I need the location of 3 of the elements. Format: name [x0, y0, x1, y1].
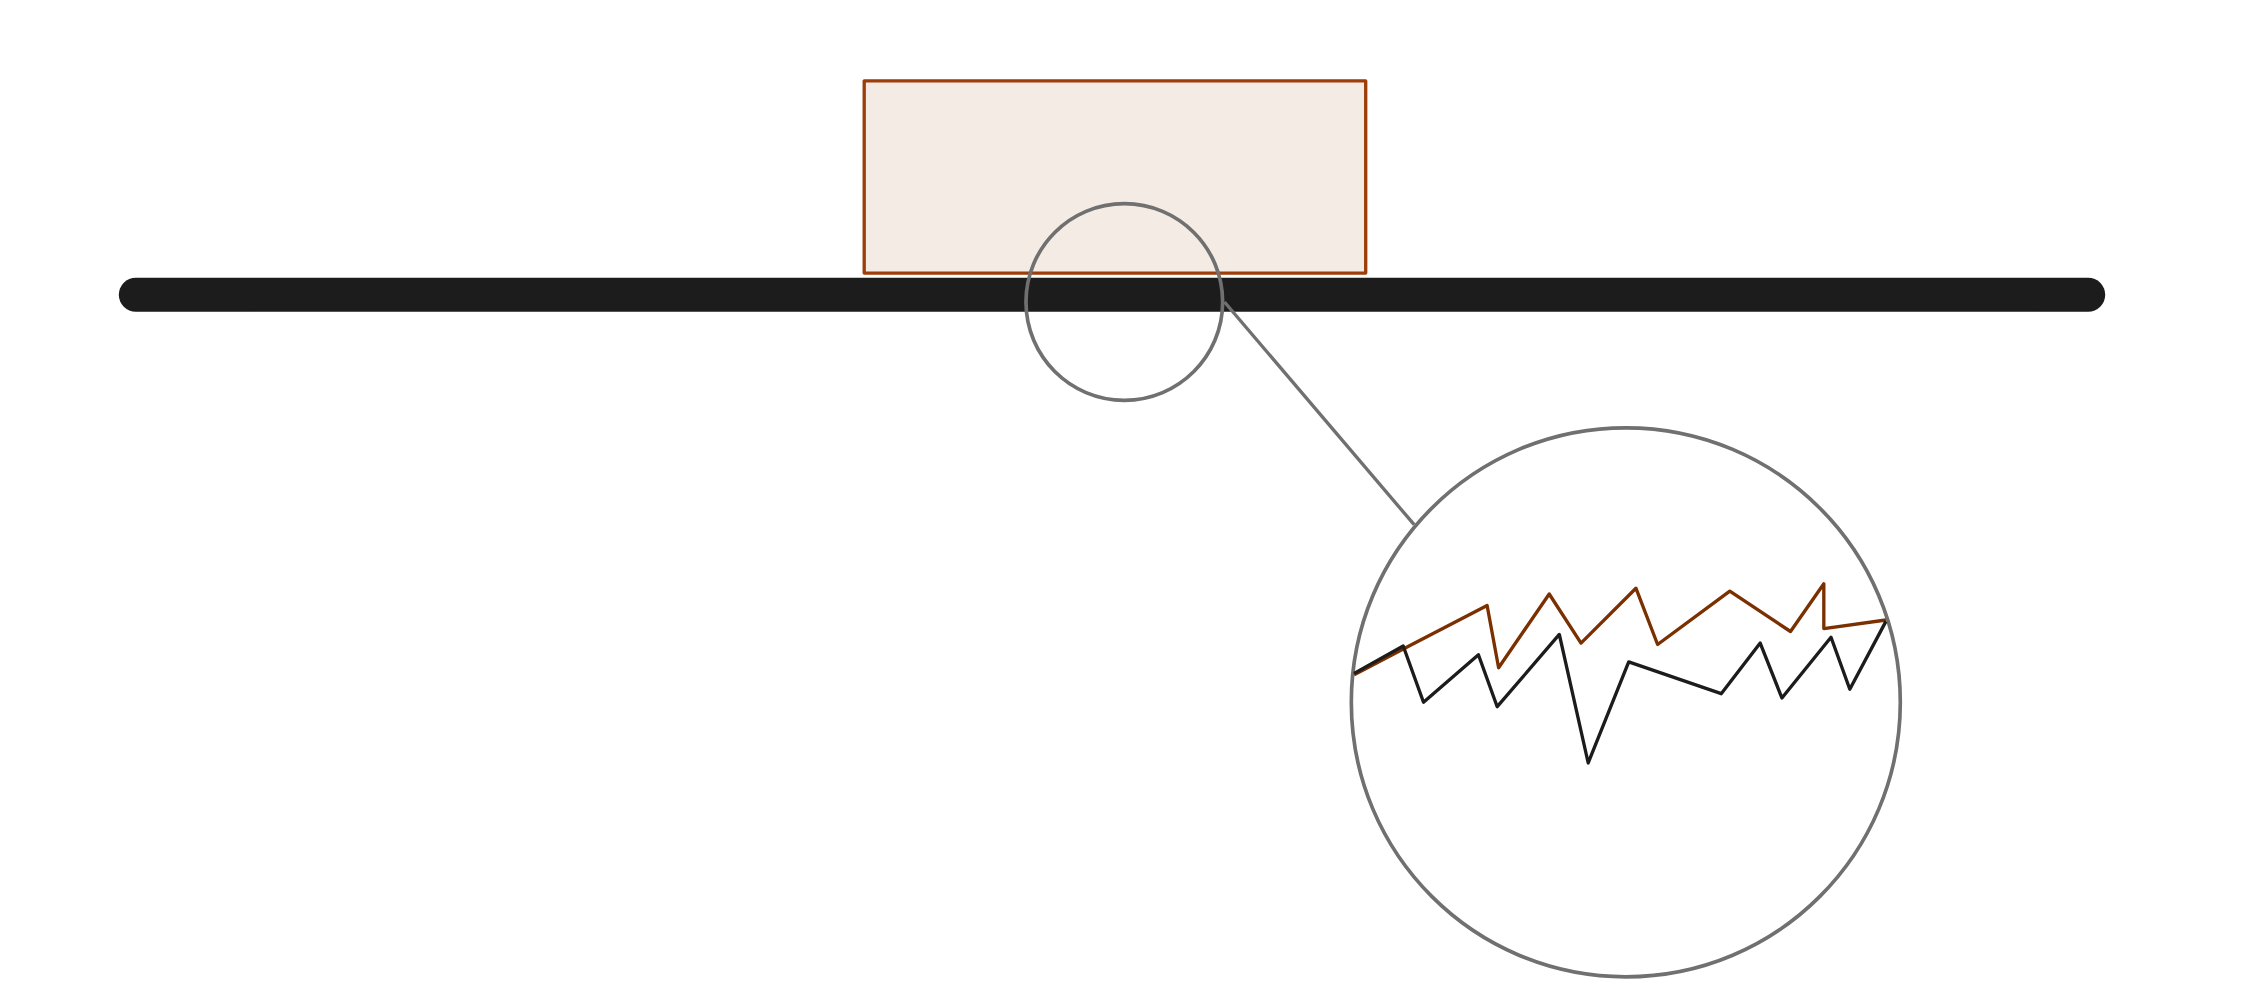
magnifier-circle: [1024, 201, 1225, 403]
zoom-circle: [1349, 425, 1903, 979]
leader-line: [1223, 300, 1416, 526]
